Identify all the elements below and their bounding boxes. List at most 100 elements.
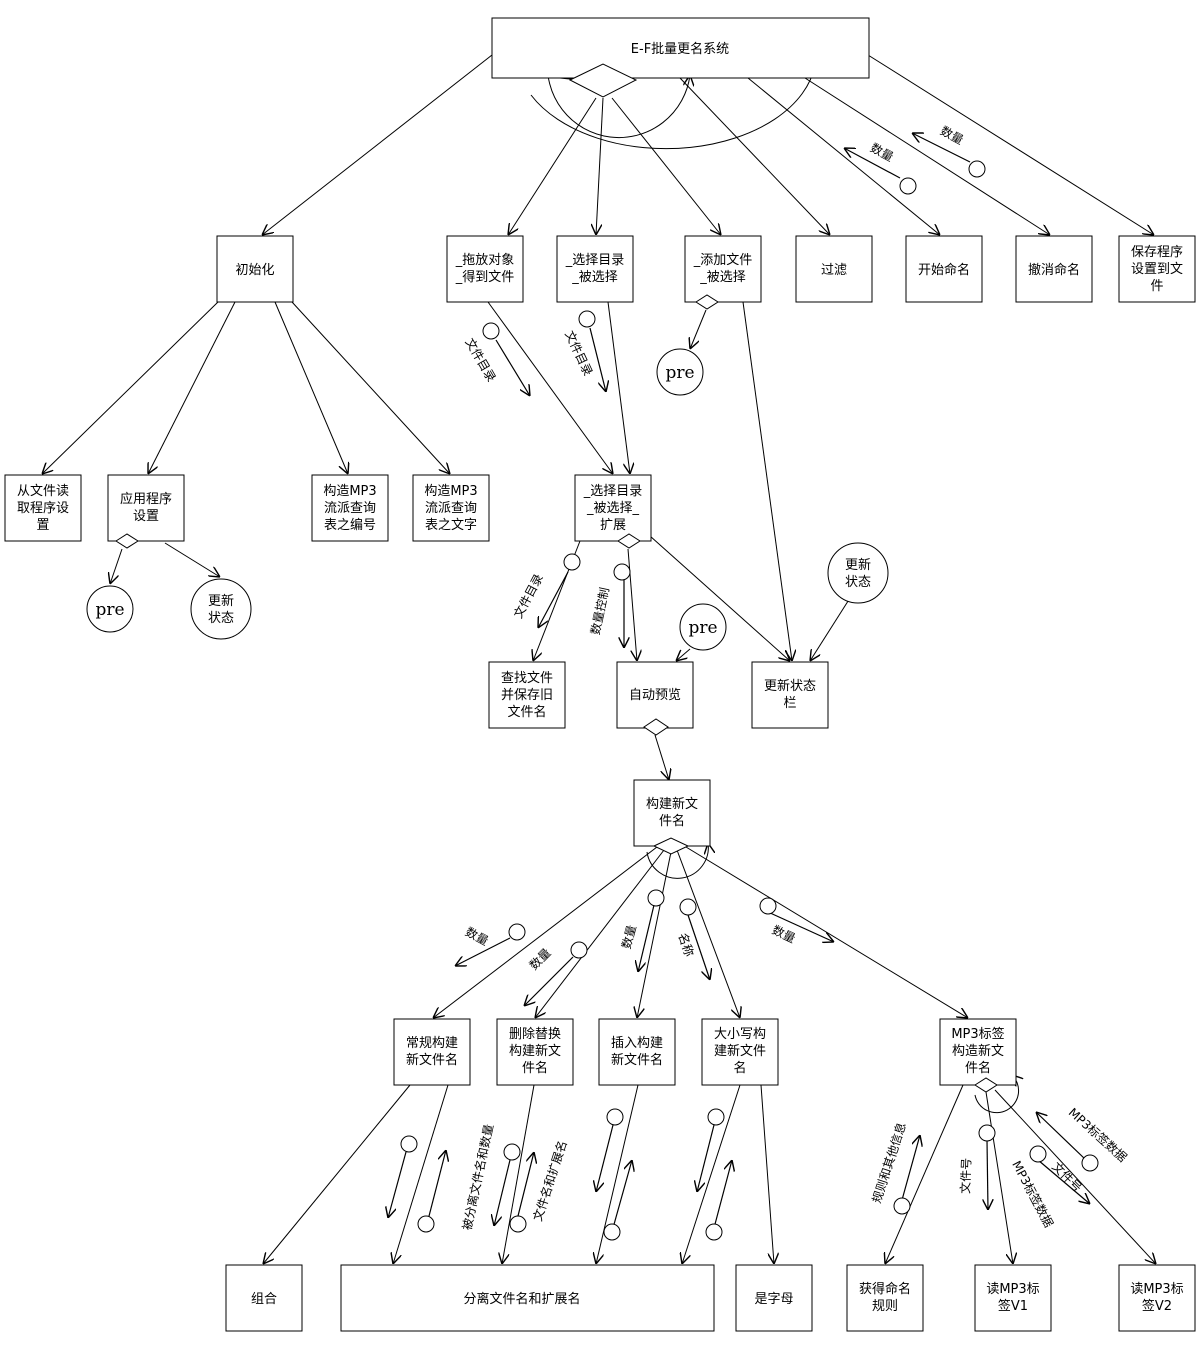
- flow-label-count-3: 数量: [463, 924, 491, 949]
- box-combine: [225, 1264, 303, 1332]
- label-findfile-1: 查找文件: [501, 671, 553, 686]
- box-undo: [1015, 235, 1093, 303]
- label-genre-num-3: 表之编号: [324, 518, 376, 533]
- flow-label-rules-other: 规则和其他信息: [869, 1120, 909, 1205]
- label-findfile-2: 并保存旧: [501, 688, 553, 703]
- label-applycfg-2: 设置: [133, 509, 159, 524]
- pre-connector-1: pre: [95, 600, 124, 620]
- module-boxes: [4, 17, 1196, 1332]
- flow-label-count-4: 数量: [526, 945, 554, 973]
- label-seldir-ext-1: _选择目录: [583, 484, 643, 499]
- update-state-connector-1a: 更新: [208, 593, 234, 609]
- box-insert: [598, 1018, 676, 1086]
- box-split: [340, 1264, 715, 1332]
- label-readcfg-1: 从文件读: [17, 484, 69, 499]
- flow-label-fileno-1: 文件号: [957, 1158, 973, 1195]
- box-save: [1118, 235, 1196, 303]
- box-addfile: [684, 235, 762, 303]
- label-seldir-ext-2: _被选择_: [586, 501, 640, 516]
- label-statusbar-2: 栏: [783, 696, 796, 711]
- label-save-1: 保存程序: [1131, 245, 1183, 260]
- box-init: [216, 235, 294, 303]
- selection-diamonds: [115, 63, 998, 1093]
- flow-label-count-5: 数量: [618, 923, 639, 950]
- label-delreplace-2: 构建新文: [509, 1043, 561, 1059]
- label-seldir-ext-3: 扩展: [600, 518, 626, 533]
- label-statusbar-1: 更新状态: [764, 678, 816, 694]
- label-readv1-2: 签V1: [998, 1298, 1028, 1314]
- label-seldir-1: _选择目录: [565, 253, 625, 268]
- label-findfile-3: 文件名: [507, 704, 546, 720]
- pre-connector-3: pre: [688, 618, 717, 638]
- box-findfile: [488, 661, 566, 729]
- box-applycfg: [107, 474, 185, 542]
- label-getrule-1: 获得命名: [859, 1281, 911, 1297]
- box-labels: E-F批量更名系统 初始化 _拖放对象 _得到文件 _选择目录 _被选择 _添加…: [17, 41, 1184, 1314]
- label-combine: 组合: [251, 1292, 277, 1307]
- label-addfile-2: _被选择: [699, 270, 746, 285]
- box-normal: [393, 1018, 471, 1086]
- label-normal-2: 新文件名: [406, 1052, 458, 1068]
- box-genre-text: [412, 474, 490, 542]
- label-case-1: 大小写构: [714, 1027, 766, 1042]
- pre-connector-2: pre: [665, 363, 694, 383]
- box-isletter: [735, 1264, 813, 1332]
- flow-label-count-1: 数量: [868, 140, 896, 165]
- box-mp3tag: [939, 1018, 1017, 1086]
- label-readcfg-3: 置: [36, 518, 49, 533]
- flow-label-filedir-1: 文件目录: [462, 335, 499, 384]
- label-insert-1: 插入构建: [611, 1036, 663, 1051]
- box-getrule: [846, 1264, 924, 1332]
- label-addfile-1: _添加文件: [693, 253, 753, 268]
- label-genre-text-2: 流派查询: [425, 501, 477, 516]
- box-buildname: [633, 779, 711, 847]
- label-mp3tag-3: 件名: [965, 1060, 991, 1076]
- label-drag-1: _拖放对象: [455, 253, 515, 268]
- root-title: E-F批量更名系统: [631, 41, 729, 57]
- flow-label-filedir-3: 文件目录: [510, 571, 546, 620]
- label-getrule-2: 规则: [872, 1299, 898, 1314]
- flow-label-filedir-2: 文件目录: [562, 328, 596, 378]
- flow-label-fileno-2: 文件号: [1049, 1159, 1085, 1195]
- box-seldir-ext: [574, 474, 652, 542]
- label-seldir-2: _被选择: [571, 270, 618, 285]
- label-undo: 撤消命名: [1028, 262, 1080, 278]
- label-buildname-2: 件名: [659, 813, 685, 829]
- label-normal-1: 常规构建: [406, 1036, 458, 1051]
- label-delreplace-3: 件名: [522, 1060, 548, 1076]
- update-state-connector-2a: 更新: [845, 557, 871, 573]
- label-filter: 过滤: [821, 263, 847, 278]
- label-genre-text-1: 构造MP3: [424, 484, 477, 499]
- label-save-2: 设置到文: [1131, 262, 1183, 277]
- label-split: 分离文件名和扩展名: [463, 1291, 580, 1307]
- label-readv2-2: 签V2: [1142, 1298, 1172, 1314]
- label-genre-text-3: 表之文字: [425, 518, 477, 533]
- label-genre-num-2: 流派查询: [324, 501, 376, 516]
- flow-label-countctrl: 数量控制: [587, 586, 612, 636]
- label-save-3: 件: [1150, 279, 1163, 294]
- flow-label-count-6: 数量: [770, 922, 798, 946]
- label-applycfg-1: 应用程序: [120, 491, 172, 507]
- label-genre-num-1: 构造MP3: [323, 484, 376, 499]
- label-readv2-1: 读MP3标: [1130, 1282, 1183, 1297]
- flow-circles: [400, 160, 1099, 1241]
- update-state-connector-2b: 状态: [845, 575, 871, 590]
- box-readv1: [974, 1264, 1052, 1332]
- flow-label-count-2: 数量: [938, 123, 966, 148]
- connection-lines: [42, 54, 1156, 1264]
- flow-label-filename-ext: 文件名和扩展名: [530, 1138, 570, 1223]
- box-genre-num: [311, 474, 389, 542]
- box-delreplace: [496, 1018, 574, 1086]
- label-case-2: 建新文件: [714, 1043, 766, 1059]
- flow-label-split-name-count: 被分离文件名和数量: [459, 1123, 496, 1232]
- label-isletter: 是字母: [754, 1292, 793, 1307]
- label-case-3: 名: [733, 1060, 746, 1076]
- box-autopreview: [616, 661, 694, 729]
- flow-label-name: 名称: [675, 931, 697, 958]
- box-readv2: [1118, 1264, 1196, 1332]
- box-readcfg: [4, 474, 82, 542]
- label-autopreview: 自动预览: [629, 687, 681, 703]
- connector-circles: [86, 348, 889, 651]
- connector-labels: pre pre pre 更新 状态 更新 状态: [95, 363, 871, 638]
